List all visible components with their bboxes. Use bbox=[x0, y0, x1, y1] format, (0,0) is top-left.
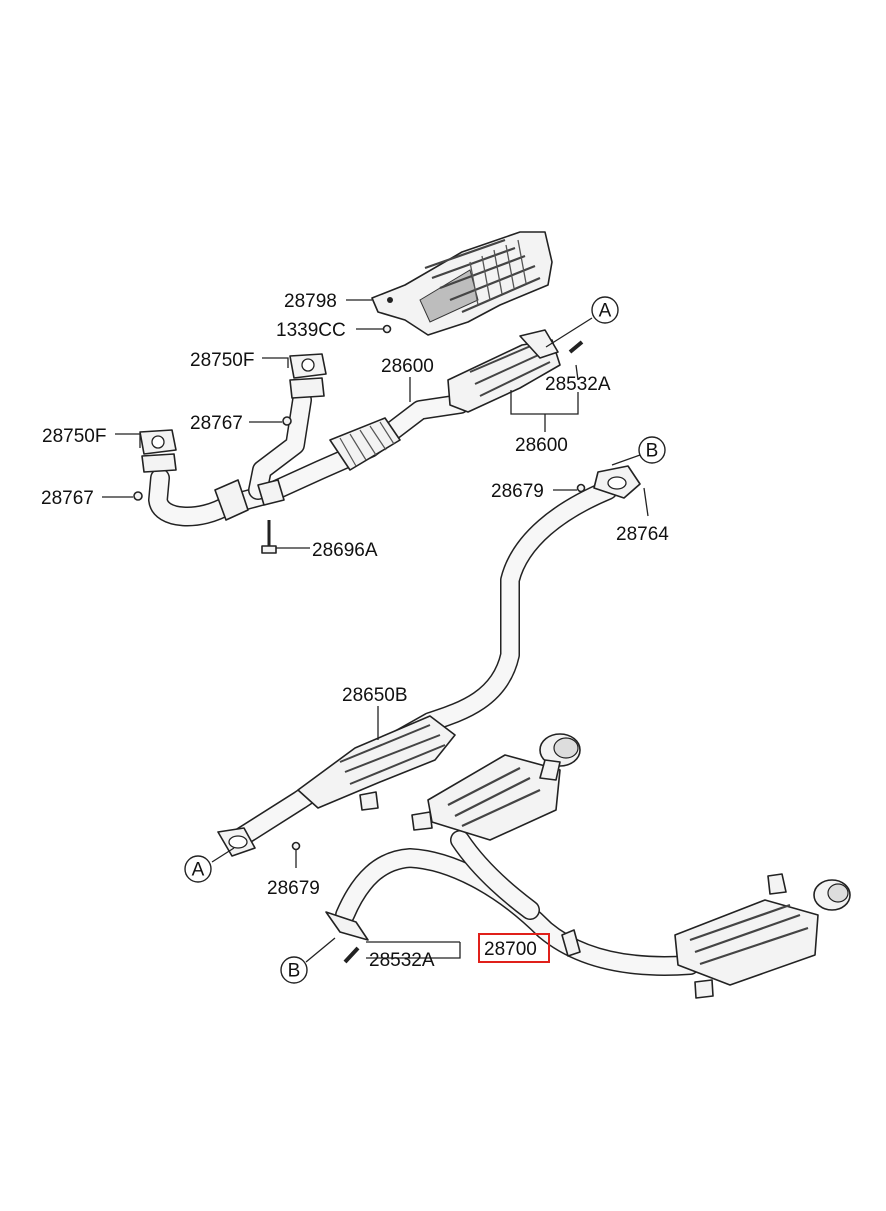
label-28764: 28764 bbox=[616, 524, 669, 545]
label-1339cc: 1339CC bbox=[276, 320, 346, 341]
label-28767-lower: 28767 bbox=[41, 488, 94, 509]
connector-b-bottom: B bbox=[280, 956, 308, 984]
label-28679-top: 28679 bbox=[491, 481, 544, 502]
svg-text:A: A bbox=[192, 860, 205, 881]
label-28650b: 28650B bbox=[342, 685, 408, 706]
label-28696a: 28696A bbox=[312, 540, 378, 561]
connector-a-bottom: A bbox=[184, 855, 212, 883]
center-pipe bbox=[217, 465, 641, 857]
highlighted-part-28700[interactable]: 28700 bbox=[478, 933, 550, 963]
label-28767-upper: 28767 bbox=[190, 413, 243, 434]
label-28532a-top: 28532A bbox=[545, 374, 611, 395]
stud-28532a-bottom bbox=[343, 946, 360, 964]
label-28750f-lower: 28750F bbox=[42, 426, 106, 447]
label-28750f-upper: 28750F bbox=[190, 350, 254, 371]
nut-28679-bottom bbox=[291, 841, 301, 851]
nut-28679-top bbox=[576, 483, 586, 493]
label-28679-bottom: 28679 bbox=[267, 878, 320, 899]
label-28600-top: 28600 bbox=[381, 356, 434, 377]
label-28700: 28700 bbox=[484, 939, 537, 960]
nut-28767-a bbox=[282, 416, 292, 426]
bolt-1339cc bbox=[382, 324, 392, 334]
svg-text:B: B bbox=[646, 441, 659, 462]
label-28532a-bottom: 28532A bbox=[369, 950, 435, 971]
nut-28767-b bbox=[133, 491, 143, 501]
connector-b-top: B bbox=[638, 436, 666, 464]
svg-text:B: B bbox=[288, 961, 301, 982]
svg-text:A: A bbox=[599, 301, 612, 322]
label-28600-bottom: 28600 bbox=[515, 435, 568, 456]
connector-a-top: A bbox=[591, 296, 619, 324]
bolt-28696a bbox=[261, 520, 277, 554]
front-pipe-catalytic bbox=[139, 329, 561, 527]
label-28798: 28798 bbox=[284, 291, 337, 312]
heat-shield bbox=[371, 231, 553, 336]
main-muffler-assembly bbox=[325, 733, 851, 999]
highlight-box bbox=[478, 933, 550, 963]
leader-lines bbox=[102, 299, 649, 963]
stud-28532a-top bbox=[568, 340, 584, 354]
